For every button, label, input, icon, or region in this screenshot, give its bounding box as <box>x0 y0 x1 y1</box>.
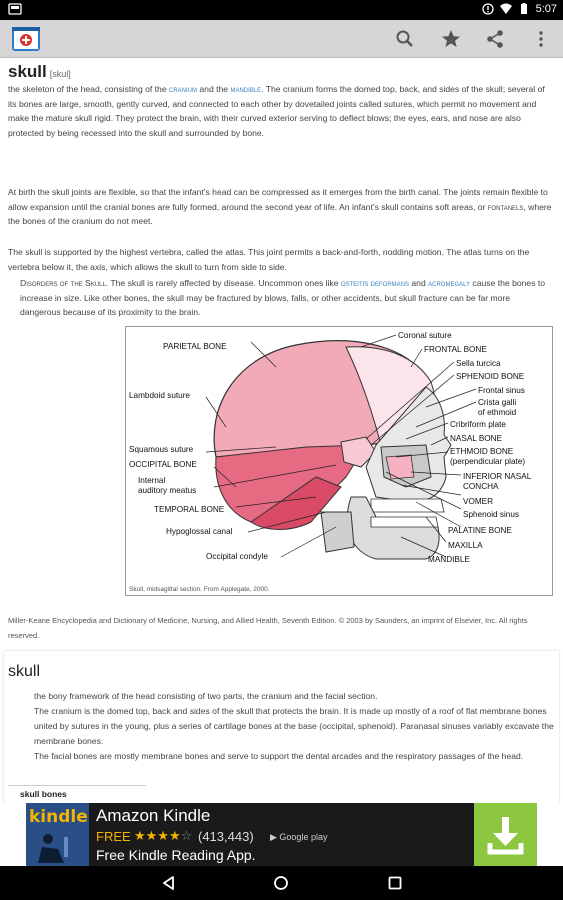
label-crista-galli: Crista galli <box>478 398 517 407</box>
entry-heading: skull[skul] <box>8 62 71 82</box>
label-maxilla: MAXILLA <box>448 541 483 550</box>
definition-content[interactable]: skull[skul] the skeleton of the head, co… <box>0 58 563 803</box>
action-bar <box>0 20 563 58</box>
link-cranium[interactable]: cranium <box>169 84 198 94</box>
reader-silhouette-icon <box>38 834 68 863</box>
download-button[interactable] <box>474 803 537 866</box>
second-entry-title: skull <box>8 663 41 680</box>
notification-icon <box>8 3 22 15</box>
recents-icon[interactable] <box>386 874 404 892</box>
app-logo-icon[interactable] <box>10 23 42 55</box>
label-cribriform-plate: Cribriform plate <box>450 420 506 429</box>
label-squamous-suture: Squamous suture <box>129 445 194 454</box>
label-sella-turcica: Sella turcica <box>456 359 501 368</box>
kindle-logo-icon: kindle <box>26 803 89 866</box>
search-icon[interactable] <box>394 28 416 50</box>
label-vomer: VOMER <box>463 497 494 506</box>
ad-tagline: Free Kindle Reading App. <box>96 847 256 863</box>
term-fontanels: fontanels <box>487 201 524 212</box>
label-internal: Internal <box>138 476 166 485</box>
entry-term: skull <box>8 62 47 81</box>
disorders-heading: Disorders of the Skull. <box>20 278 109 288</box>
label-sphenoid-bone: SPHENOID BONE <box>456 372 525 381</box>
download-icon <box>487 817 524 855</box>
figure-caption: Skull, midsagittal section. From Applega… <box>129 586 270 593</box>
home-icon[interactable] <box>272 874 290 892</box>
source-citation: Miller-Keane Encyclopedia and Dictionary… <box>8 616 528 640</box>
label-inferior-nasal-2: CONCHA <box>463 482 499 491</box>
label-coronal-suture: Coronal suture <box>398 331 452 340</box>
label-ethmoid-bone-2: (perpendicular plate) <box>450 457 526 466</box>
label-nasal-bone: NASAL BONE <box>450 434 503 443</box>
link-acromegaly[interactable]: acromegaly <box>428 278 471 288</box>
rating-stars: ★★★★☆ <box>134 828 193 843</box>
share-icon[interactable] <box>484 28 506 50</box>
label-mandible: MANDIBLE <box>428 555 470 564</box>
back-icon[interactable] <box>160 874 178 892</box>
kindle-ad-banner[interactable]: kindle Amazon Kindle FREE ★★★★☆ (413,443… <box>26 803 537 866</box>
label-lambdoid-suture: Lambdoid suture <box>129 391 190 400</box>
definition-line: The cranium is the domed top, back and s… <box>34 706 554 746</box>
label-frontal-bone: FRONTAL BONE <box>424 345 487 354</box>
wifi-icon <box>499 3 512 14</box>
label-sphenoid-sinus: Sphenoid sinus <box>463 510 519 519</box>
google-play-badge: ▶ Google play <box>270 832 328 842</box>
label-inferior-nasal: INFERIOR NASAL <box>463 472 532 481</box>
label-parietal-bone: PARIETAL BONE <box>163 342 227 351</box>
navigation-bar <box>0 866 563 900</box>
label-ethmoid-bone: ETHMOID BONE <box>450 447 514 456</box>
ad-price: FREE <box>96 829 131 844</box>
status-time: 5:07 <box>535 3 557 15</box>
star-icon[interactable] <box>440 28 462 50</box>
label-crista-galli-2: of ethmoid <box>478 408 517 417</box>
label-temporal-bone: TEMPORAL BONE <box>154 505 225 514</box>
ad-title: Amazon Kindle <box>96 806 211 825</box>
second-entry-card: skull the bony framework of the head con… <box>4 651 559 803</box>
signal-icon <box>481 3 494 15</box>
link-osteitis-deformans[interactable]: osteitis deformans <box>340 278 410 288</box>
skull-drawing <box>205 334 477 560</box>
disorders-paragraph: Disorders of the Skull. The skull is rar… <box>20 278 546 317</box>
status-bar: 5:07 <box>0 0 563 20</box>
kindle-logo-text: kindle <box>29 807 88 827</box>
skull-bones-subheading: skull bones <box>20 789 67 799</box>
label-occipital-bone: OCCIPITAL BONE <box>129 460 197 469</box>
divider <box>8 785 146 786</box>
entry-pronunciation: [skul] <box>49 69 71 79</box>
second-entry-definitions: the bony framework of the head consistin… <box>34 689 554 764</box>
link-mandible[interactable]: mandible <box>230 84 262 94</box>
definition-line: The facial bones are mostly membrane bon… <box>34 751 524 761</box>
definition-paragraph: the skeleton of the head, consisting of … <box>8 84 545 138</box>
label-palatine-bone: PALATINE BONE <box>448 526 512 535</box>
definition-paragraph: The skull is supported by the highest ve… <box>8 247 530 272</box>
definition-paragraph: At birth the skull joints are flexible, … <box>8 187 552 226</box>
skull-illustration: PARIETAL BONE Coronal suture FRONTAL BON… <box>125 326 553 596</box>
label-occipital-condyle: Occipital condyle <box>206 552 268 561</box>
overflow-menu-icon[interactable] <box>530 28 552 50</box>
definition-line: the bony framework of the head consistin… <box>34 691 378 701</box>
battery-icon <box>520 3 527 14</box>
label-frontal-sinus: Frontal sinus <box>478 386 525 395</box>
rating-count: (413,443) <box>198 829 254 844</box>
label-hypoglossal-canal: Hypoglossal canal <box>166 527 233 536</box>
label-internal-auditory-meatus: auditory meatus <box>138 486 197 495</box>
